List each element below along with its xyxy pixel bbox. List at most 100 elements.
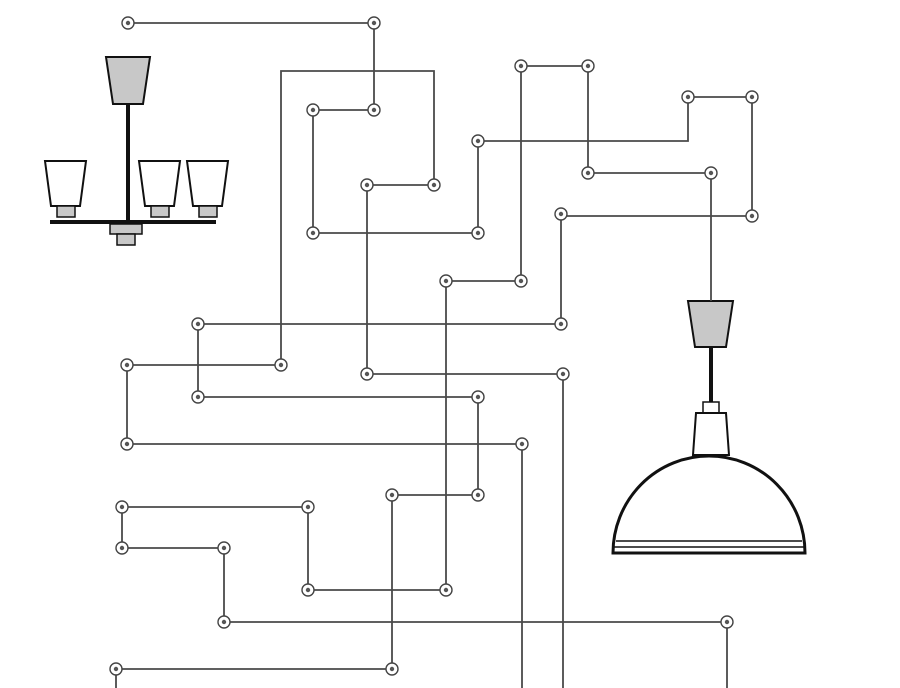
terminal-pin-dot xyxy=(119,504,125,510)
terminal-pin-dot xyxy=(518,63,524,69)
terminal-pin-dot xyxy=(305,504,311,510)
terminal-pin-dot xyxy=(195,394,201,400)
terminal-pin-icon xyxy=(301,583,315,597)
terminal-pin-icon xyxy=(367,16,381,30)
terminal-pin-icon xyxy=(471,488,485,502)
terminal-pin-dot xyxy=(431,182,437,188)
terminal-pin-icon xyxy=(581,59,595,73)
terminal-pin-icon xyxy=(471,226,485,240)
chandelier-finial xyxy=(109,223,143,235)
terminal-pin-icon xyxy=(115,500,129,514)
terminal-pin-dot xyxy=(113,666,119,672)
terminal-pin-icon xyxy=(306,226,320,240)
terminal-pin-icon xyxy=(385,488,399,502)
terminal-pin-icon xyxy=(385,662,399,676)
terminal-pin-icon xyxy=(745,90,759,104)
chandelier-shade xyxy=(185,160,230,218)
terminal-pin-icon xyxy=(581,166,595,180)
terminal-pin-icon xyxy=(515,437,529,451)
terminal-pin-icon xyxy=(301,500,315,514)
terminal-pins xyxy=(109,16,759,676)
terminal-pin-icon xyxy=(217,541,231,555)
terminal-pin-dot xyxy=(724,619,730,625)
terminal-pin-dot xyxy=(305,587,311,593)
terminal-pin-dot xyxy=(310,107,316,113)
terminal-pin-icon xyxy=(439,583,453,597)
terminal-pin-icon xyxy=(191,390,205,404)
terminal-pin-dot xyxy=(475,230,481,236)
terminal-pin-dot xyxy=(278,362,284,368)
chandelier-canopy xyxy=(104,56,152,105)
terminal-pin-dot xyxy=(518,278,524,284)
terminal-pin-dot xyxy=(558,321,564,327)
terminal-pin-dot xyxy=(195,321,201,327)
terminal-pin-dot xyxy=(443,587,449,593)
terminal-pin-icon xyxy=(306,103,320,117)
terminal-pin-dot xyxy=(558,211,564,217)
terminal-pin-dot xyxy=(119,545,125,551)
terminal-pin-icon xyxy=(115,541,129,555)
pendant-lamp-icon xyxy=(611,300,807,555)
terminal-pin-icon xyxy=(556,367,570,381)
chandelier-finial-tip xyxy=(116,233,136,246)
wire-trace xyxy=(121,66,728,688)
terminal-pin-dot xyxy=(364,182,370,188)
terminal-pin-dot xyxy=(475,492,481,498)
terminal-pin-icon xyxy=(720,615,734,629)
pendant-socket xyxy=(702,401,720,414)
wire-trace xyxy=(280,70,564,688)
terminal-pin-icon xyxy=(120,437,134,451)
terminal-pin-icon xyxy=(109,662,123,676)
terminal-pin-dot xyxy=(475,138,481,144)
terminal-pin-dot xyxy=(443,278,449,284)
pendant-dome xyxy=(611,454,807,555)
terminal-pin-icon xyxy=(471,134,485,148)
terminal-pin-icon xyxy=(274,358,288,372)
chandelier-icon xyxy=(43,56,230,246)
terminal-pin-dot xyxy=(221,545,227,551)
terminal-pin-dot xyxy=(685,94,691,100)
terminal-pin-icon xyxy=(120,358,134,372)
terminal-pin-dot xyxy=(389,492,395,498)
terminal-pin-icon xyxy=(704,166,718,180)
terminal-pin-dot xyxy=(371,107,377,113)
terminal-pin-dot xyxy=(125,20,131,26)
chandelier-shade xyxy=(137,160,182,218)
terminal-pin-dot xyxy=(749,213,755,219)
terminal-pin-dot xyxy=(560,371,566,377)
terminal-pin-icon xyxy=(367,103,381,117)
terminal-pin-icon xyxy=(427,178,441,192)
terminal-pin-dot xyxy=(475,394,481,400)
terminal-pin-icon xyxy=(681,90,695,104)
wire-trace xyxy=(126,364,523,688)
pendant-neck xyxy=(691,412,731,456)
terminal-pin-icon xyxy=(514,59,528,73)
terminal-pin-icon xyxy=(121,16,135,30)
terminal-pin-dot xyxy=(310,230,316,236)
terminal-pin-dot xyxy=(124,441,130,447)
terminal-pin-icon xyxy=(439,274,453,288)
terminal-pin-icon xyxy=(360,178,374,192)
wire-traces xyxy=(115,22,753,688)
terminal-pin-dot xyxy=(708,170,714,176)
terminal-pin-dot xyxy=(124,362,130,368)
terminal-pin-icon xyxy=(514,274,528,288)
terminal-pin-icon xyxy=(217,615,231,629)
terminal-pin-icon xyxy=(471,390,485,404)
chandelier-shade xyxy=(43,160,88,218)
terminal-pin-dot xyxy=(749,94,755,100)
pendant-canopy xyxy=(686,300,735,348)
terminal-pin-icon xyxy=(360,367,374,381)
terminal-pin-dot xyxy=(585,170,591,176)
terminal-pin-dot xyxy=(389,666,395,672)
terminal-pin-icon xyxy=(191,317,205,331)
terminal-pin-icon xyxy=(554,207,568,221)
terminal-pin-dot xyxy=(585,63,591,69)
wire-trace xyxy=(521,65,712,301)
terminal-pin-dot xyxy=(371,20,377,26)
terminal-pin-dot xyxy=(364,371,370,377)
terminal-pin-dot xyxy=(519,441,525,447)
terminal-pin-icon xyxy=(745,209,759,223)
